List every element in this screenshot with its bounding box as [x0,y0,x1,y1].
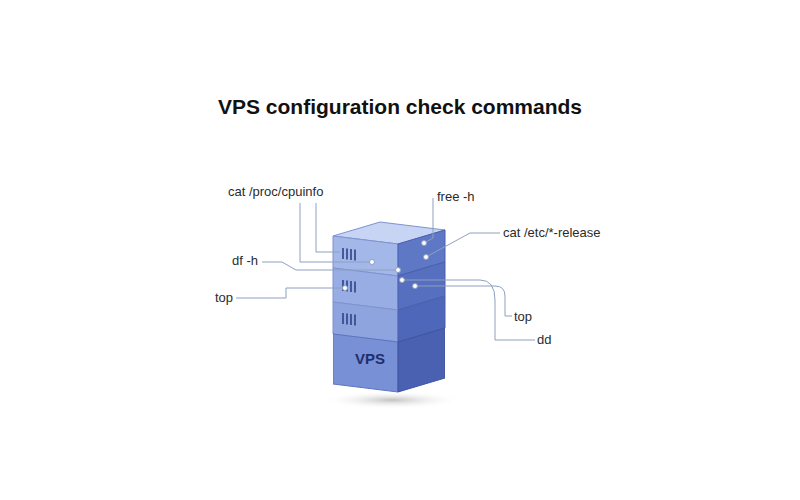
leader-line [236,198,535,340]
server-side [398,328,445,392]
command-label: df -h [232,253,258,269]
shadow [322,391,462,409]
server-block-outline [333,326,445,396]
command-label: dd [537,332,551,348]
command-label: cat /proc/cpuinfo [228,184,323,200]
command-label: top [514,309,532,325]
server-block: VPS [333,326,445,396]
vent-slots [343,248,355,326]
server-label: VPS [355,350,385,367]
command-label: cat /etc/*-release [503,225,601,241]
server-front [333,334,398,392]
command-label: free -h [437,189,475,205]
diagram-title: VPS configuration check commands [0,95,800,119]
leader-dot [343,241,429,291]
command-label: top [215,290,233,306]
